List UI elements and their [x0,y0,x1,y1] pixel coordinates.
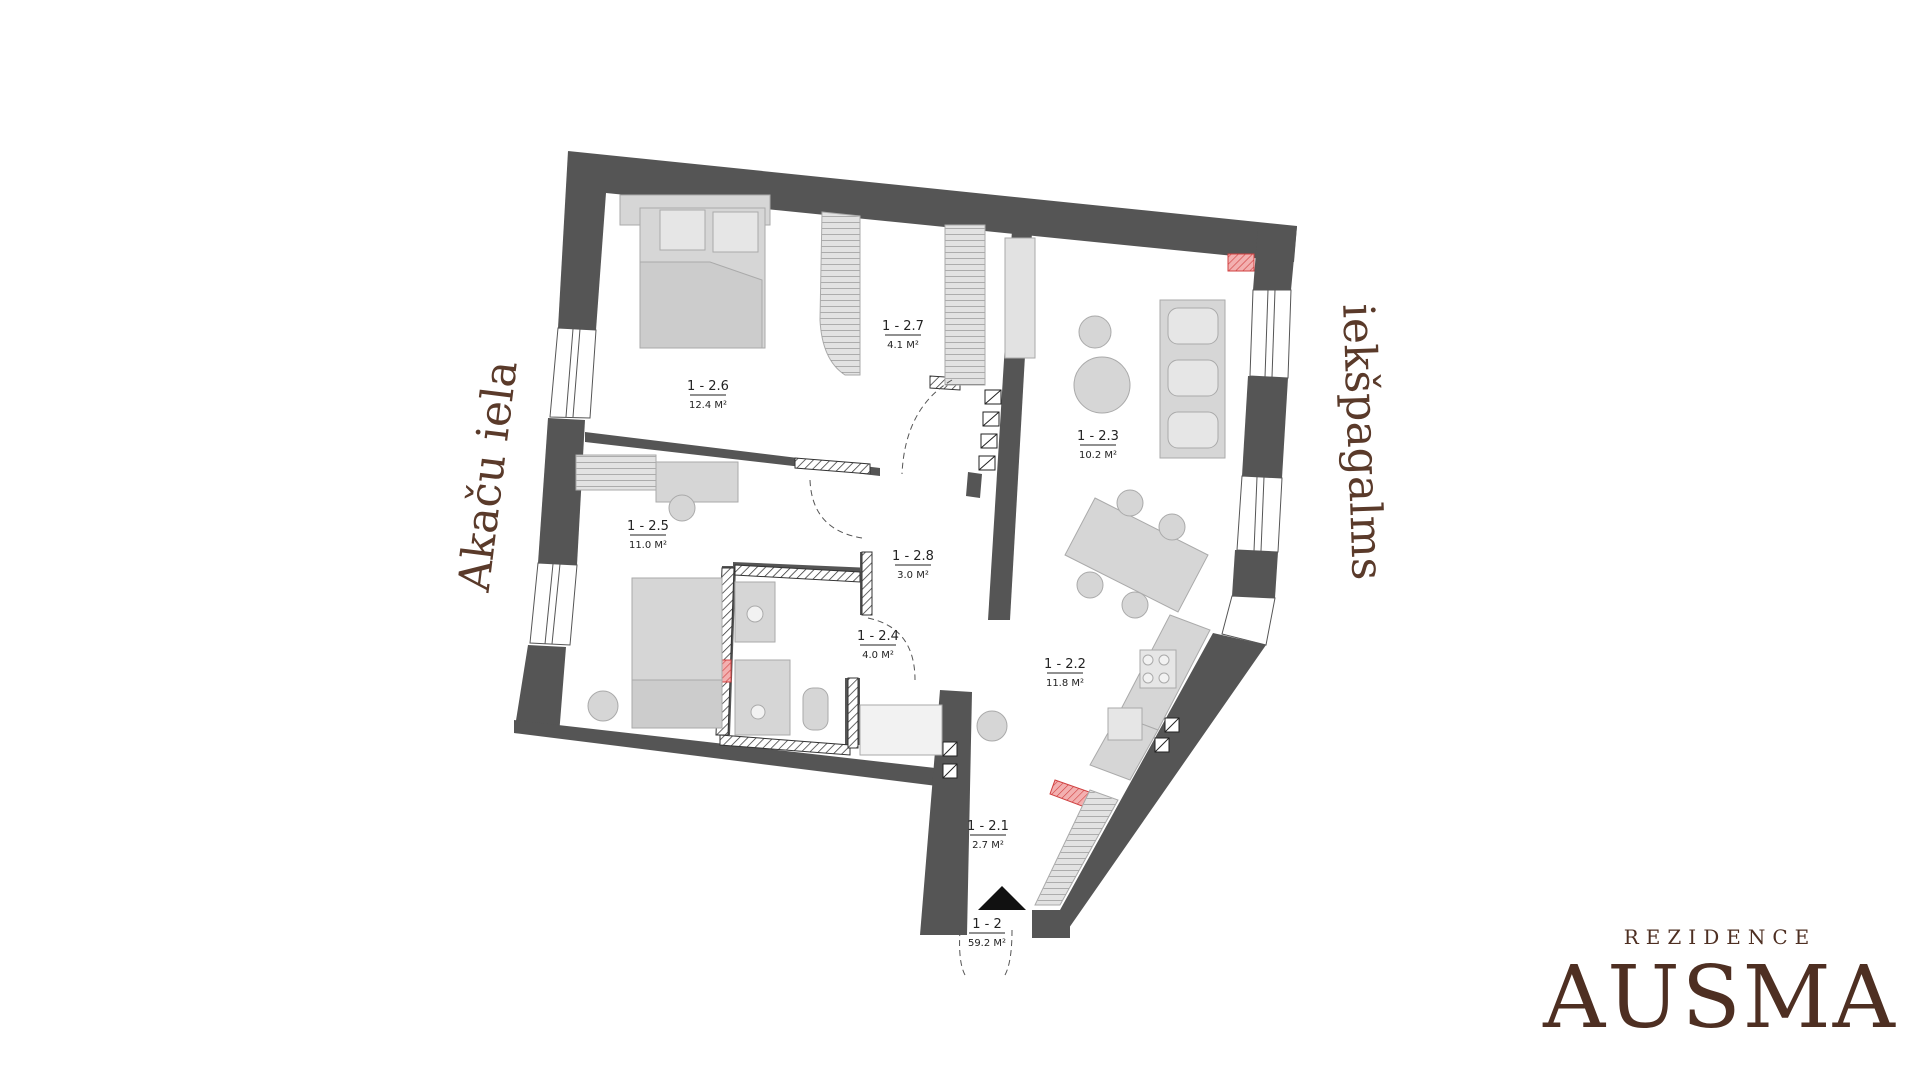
room-area: 4.0 M² [862,650,894,661]
room-area: 2.7 M² [972,840,1004,851]
street-label-right: iekšpagalms [1332,302,1393,582]
room-code: 1 - 2.3 [1077,429,1119,444]
room-area: 3.0 M² [897,570,929,581]
brand-name: AUSMA [1543,948,1897,1048]
windows [529,289,1292,646]
room-labels: 1 - 2.6 12.4 M² 1 - 2.7 4.1 M² 1 - 2.3 10.2 M… [627,319,1119,949]
room-code: 1 - 2.1 [967,819,1009,834]
window-lines [544,289,1276,645]
room-code: 1 - 2.5 [627,519,669,534]
entrance-arrow [978,886,1026,910]
exterior-walls [514,151,1297,938]
furniture [575,194,1226,906]
vent-diagonals [942,389,1180,779]
room-code: 1 - 2.6 [687,379,729,394]
room-label: 1 - 2.2 11.8 M² [1044,657,1086,689]
room-area: 59.2 M² [968,938,1006,949]
room-area: 12.4 M² [689,400,727,411]
room-label: 1 - 2.1 2.7 M² [967,819,1009,851]
room-code: 1 - 2.8 [892,549,934,564]
brand-logo: REZIDENCE AUSMA [1535,925,1905,1043]
room-code: 1 - 2.7 [882,319,924,334]
door-swings [809,379,1013,976]
room-area: 10.2 M² [1079,450,1117,461]
room-area: 11.8 M² [1046,678,1084,689]
room-area: 11.0 M² [629,540,667,551]
room-label: 1 - 2.5 11.0 M² [627,519,669,551]
room-label: 1 - 2.7 4.1 M² [882,319,924,351]
room-code: 1 - 2.4 [857,629,899,644]
room-code: 1 - 2.2 [1044,657,1086,672]
room-label: 1 - 2.6 12.4 M² [687,379,729,411]
room-label: 1 - 2.8 3.0 M² [892,549,934,581]
room-code: 1 - 2 [972,917,1002,932]
brand-subtitle: REZIDENCE [1623,925,1817,949]
room-label: 1 - 2 59.2 M² [968,917,1006,949]
room-label: 1 - 2.4 4.0 M² [857,629,899,661]
room-area: 4.1 M² [887,340,919,351]
room-label: 1 - 2.3 10.2 M² [1077,429,1119,461]
